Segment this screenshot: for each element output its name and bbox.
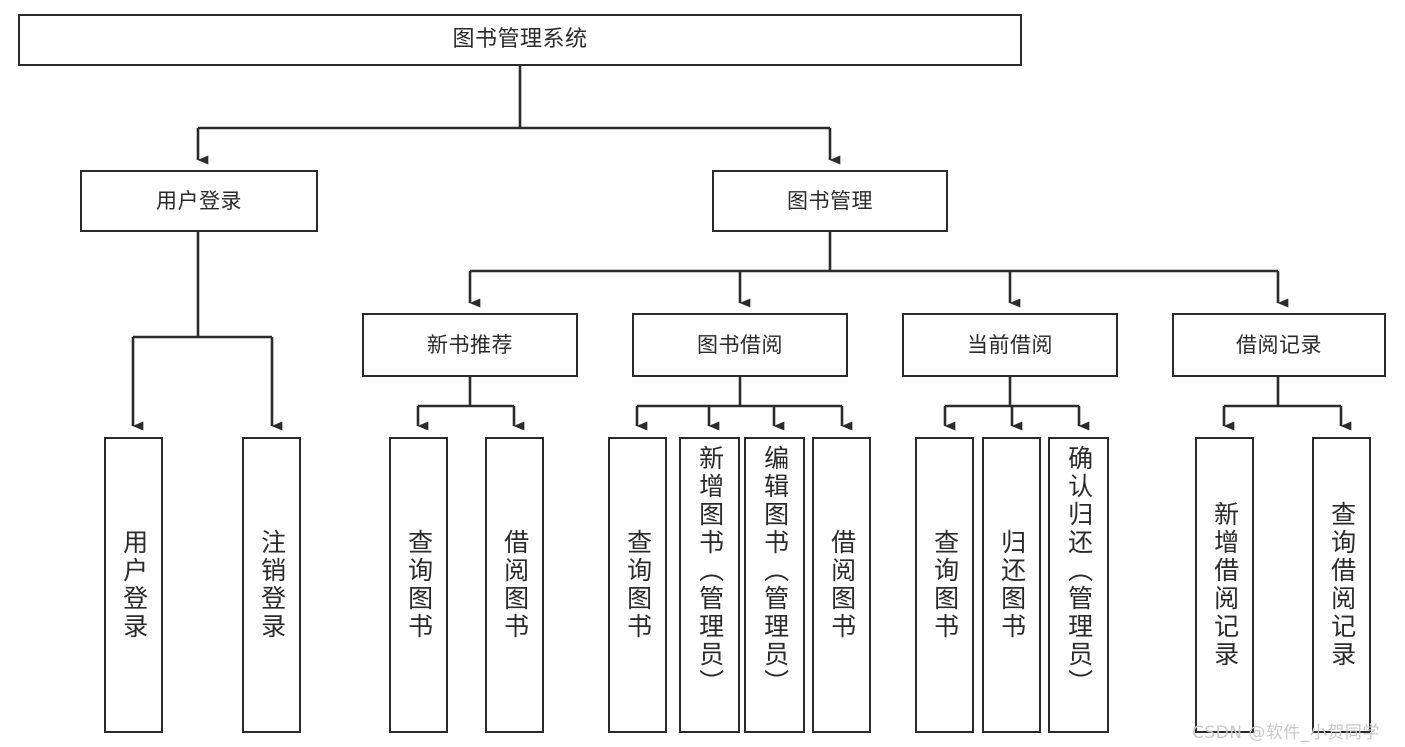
leaf-borrow-book[interactable]: 借阅图书 — [812, 437, 871, 733]
node-user-login[interactable]: 用户登录 — [80, 170, 318, 232]
node-book-borrow-label: 图书借阅 — [697, 332, 783, 357]
leaf-return-book[interactable]: 归还图书 — [982, 437, 1041, 733]
leaf-borrow-book-label: 借阅图书 — [827, 529, 857, 641]
node-current-borrow[interactable]: 当前借阅 — [902, 313, 1118, 377]
node-book-management-label: 图书管理 — [787, 188, 873, 213]
leaf-add-borrow-record[interactable]: 新增借阅记录 — [1195, 437, 1254, 733]
leaf-user-login-label: 用户登录 — [119, 529, 149, 641]
leaf-query-book-borrow-label: 查询图书 — [623, 529, 653, 641]
leaf-edit-book-admin-label: 编辑图书（管理员） — [760, 445, 790, 697]
leaf-query-book-borrow[interactable]: 查询图书 — [608, 437, 667, 733]
leaf-logout-label: 注销登录 — [257, 529, 287, 641]
node-new-book-recommend-label: 新书推荐 — [427, 332, 513, 357]
node-user-login-label: 用户登录 — [156, 188, 242, 213]
node-borrow-record[interactable]: 借阅记录 — [1172, 313, 1386, 377]
leaf-return-book-label: 归还图书 — [997, 529, 1027, 641]
leaf-query-book-new-label: 查询图书 — [404, 529, 434, 641]
leaf-borrow-book-new-label: 借阅图书 — [500, 529, 530, 641]
leaf-confirm-return-admin[interactable]: 确认归还（管理员） — [1048, 437, 1109, 733]
leaf-query-book-current[interactable]: 查询图书 — [915, 437, 974, 733]
leaf-confirm-return-admin-label: 确认归还（管理员） — [1064, 445, 1094, 697]
leaf-query-book-new[interactable]: 查询图书 — [389, 437, 448, 733]
node-book-management[interactable]: 图书管理 — [712, 170, 948, 232]
node-borrow-record-label: 借阅记录 — [1236, 332, 1322, 357]
leaf-add-book-admin[interactable]: 新增图书（管理员） — [679, 437, 740, 733]
node-current-borrow-label: 当前借阅 — [967, 332, 1053, 357]
leaf-edit-book-admin[interactable]: 编辑图书（管理员） — [744, 437, 805, 733]
node-book-borrow[interactable]: 图书借阅 — [632, 313, 848, 377]
leaf-logout[interactable]: 注销登录 — [242, 437, 301, 733]
node-root[interactable]: 图书管理系统 — [18, 14, 1022, 66]
node-root-label: 图书管理系统 — [452, 27, 588, 53]
leaf-add-book-admin-label: 新增图书（管理员） — [695, 445, 725, 697]
leaf-add-borrow-record-label: 新增借阅记录 — [1210, 501, 1240, 669]
watermark: CSDN @软件_小贺同学 — [1192, 723, 1380, 743]
leaf-query-borrow-record[interactable]: 查询借阅记录 — [1312, 437, 1371, 733]
leaf-query-borrow-record-label: 查询借阅记录 — [1327, 501, 1357, 669]
leaf-user-login[interactable]: 用户登录 — [104, 437, 163, 733]
leaf-borrow-book-new[interactable]: 借阅图书 — [485, 437, 544, 733]
leaf-query-book-current-label: 查询图书 — [930, 529, 960, 641]
node-new-book-recommend[interactable]: 新书推荐 — [362, 313, 578, 377]
